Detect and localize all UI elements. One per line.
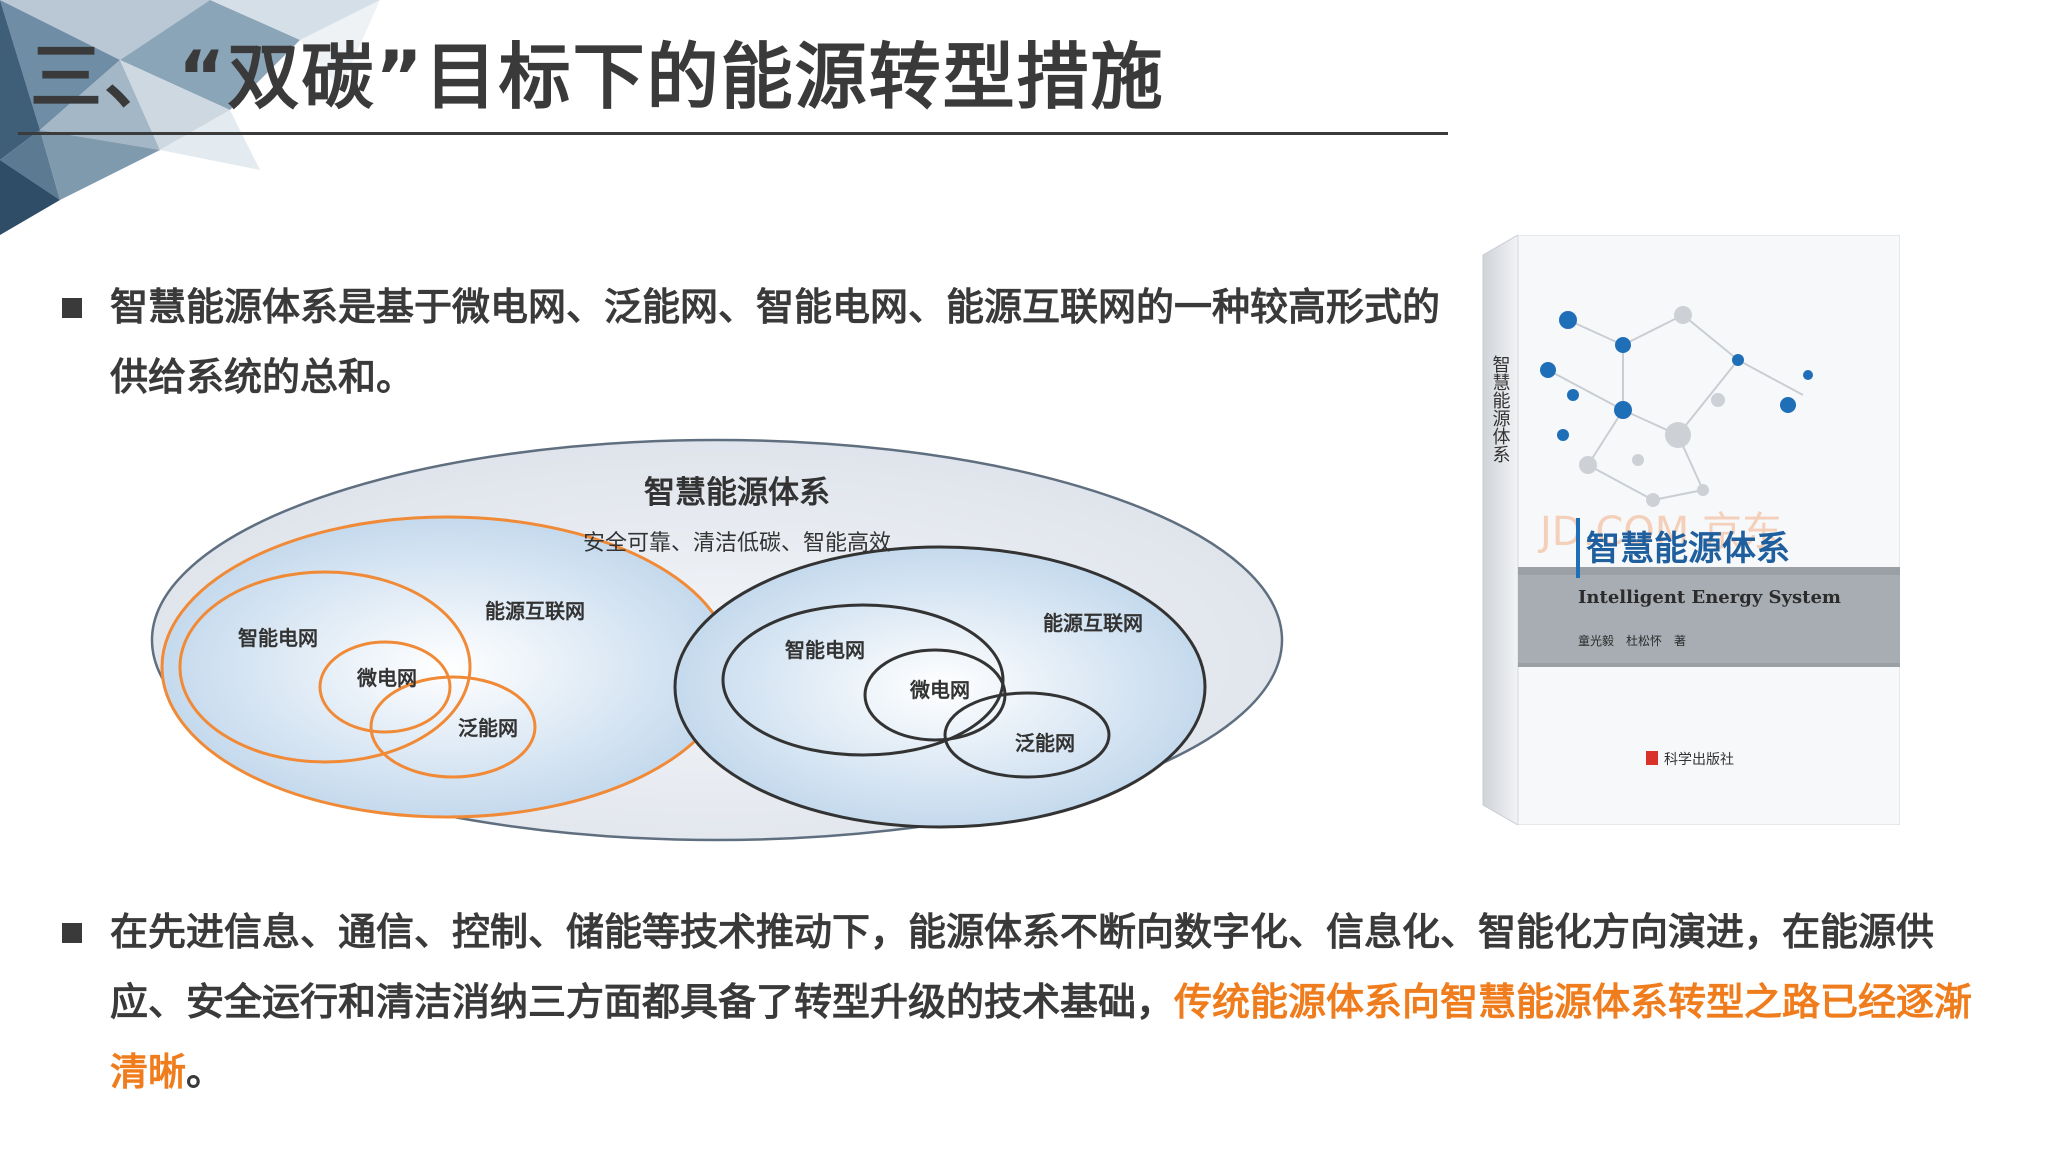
right-pan-energy-ellipse [943,691,1111,779]
bullet-text-end: 。 [186,1050,225,1094]
book-spine-title: 智慧能源体系 [1490,355,1511,463]
bullet-energy-transition: 在先进信息、通信、控制、储能等技术推动下，能源体系不断向数字化、信息化、智能化方… [62,897,1982,1107]
left-pan-energy-ellipse [369,675,537,779]
left-smart-grid-ellipse [178,570,472,764]
smart-energy-venn-diagram: 智慧能源体系 安全可靠、清洁低碳、智能高效 能源互联网 智能电网 微电网 泛能网… [150,438,1284,842]
bullet-text: 智慧能源体系是基于微电网、泛能网、智能电网、能源互联网的一种较高形式的供给系统的… [110,285,1441,399]
page-title: 三、“双碳”目标下的能源转型措施 [30,35,1165,119]
book-subtitle: Intelligent Energy System [1578,587,1841,608]
book-cover-image: JD.COM 京东 智慧能源体系 Intelligent Energy Syst… [1482,235,1900,825]
square-bullet-icon [62,923,82,943]
left-microgrid-label: 微电网 [356,666,417,690]
right-pan-energy-label: 泛能网 [1015,731,1075,755]
bullet-text: 在先进信息、通信、控制、储能等技术推动下，能源体系不断向数字化、信息化、智能化方… [110,897,1982,1107]
bullet-smart-energy-definition: 智慧能源体系是基于微电网、泛能网、智能电网、能源互联网的一种较高形式的供给系统的… [62,272,1442,412]
book-publisher: 科学出版社 [1664,752,1734,768]
outer-title-label: 智慧能源体系 [644,475,830,511]
square-bullet-icon [62,298,82,318]
outer-subtitle-label: 安全可靠、清洁低碳、智能高效 [583,531,891,556]
left-internet-ellipse [160,515,734,819]
book-title: 智慧能源体系 [1586,529,1790,569]
book-authors: 童光毅 杜松怀 著 [1578,633,1686,648]
left-pan-energy-label: 泛能网 [458,716,518,740]
right-microgrid-label: 微电网 [909,678,970,702]
left-microgrid-ellipse [318,640,452,734]
title-divider [18,132,1448,135]
bullet-text-highlight: 传统能源体系向智慧能源体系转型之路已经逐渐清晰 [110,980,1973,1094]
bullet-text-normal: 在先进信息、通信、控制、储能等技术推动下，能源体系不断向数字化、信息化、智能化方… [110,910,1935,1024]
right-internet-ellipse [673,545,1207,829]
left-smart-grid-label: 智能电网 [238,626,318,650]
corner-polygon-decoration [0,0,380,235]
right-smart-grid-label: 智能电网 [785,638,865,662]
left-internet-label: 能源互联网 [485,599,585,623]
right-internet-label: 能源互联网 [1043,611,1143,635]
right-smart-grid-ellipse [721,603,1005,757]
